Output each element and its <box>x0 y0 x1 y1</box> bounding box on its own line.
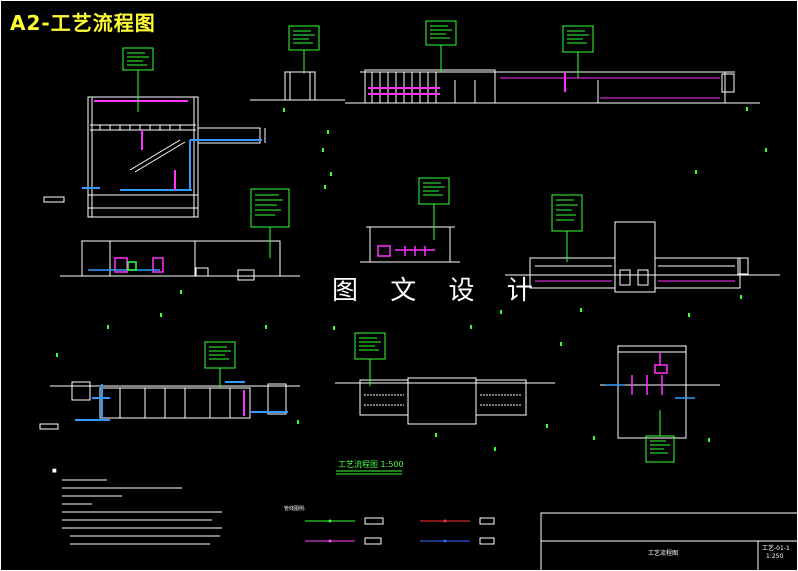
section-6-pipes <box>535 265 735 282</box>
section-5-building <box>360 226 460 263</box>
watermark-text: 图 文 设 计 <box>332 276 545 306</box>
section-7-notes <box>204 341 236 388</box>
pipe-legend <box>305 517 495 545</box>
section-4-equipment <box>88 257 164 273</box>
scattered-annotation-marks <box>56 107 767 451</box>
section-7-tank <box>39 381 300 430</box>
section-7-pipes <box>75 381 288 421</box>
title-block-drawing-name: 工艺流程图 <box>648 550 679 557</box>
section-1-pipes <box>82 100 262 191</box>
notes-block <box>62 479 222 545</box>
section-5-equipment <box>377 245 435 257</box>
section-4-building <box>60 240 300 281</box>
section-9-notes <box>645 410 675 463</box>
title-block-drawing-number: 工艺-01-1 <box>762 545 790 552</box>
section-4-notes <box>250 188 290 258</box>
section-9-pipes <box>605 352 695 399</box>
section-2-notes <box>288 25 320 74</box>
section-1-notes <box>122 47 154 112</box>
section-2-building <box>250 71 345 101</box>
section-5-notes <box>418 177 450 240</box>
section-8-notes <box>354 332 386 386</box>
notes-heading-mark: ■ <box>52 468 57 474</box>
section-8-filter <box>335 377 555 425</box>
legend-title: 管线图例: <box>284 506 306 512</box>
section-3-pipes <box>368 72 720 99</box>
title-block-scale: 1:250 <box>766 553 784 560</box>
drawing-caption: 工艺流程图 1:500 <box>338 460 404 469</box>
section-6-notes <box>551 194 583 262</box>
section-1-building <box>43 96 266 218</box>
section-3-notes <box>425 20 594 78</box>
title-block <box>540 512 798 571</box>
section-6-tank <box>505 221 780 293</box>
drawing-title: A2-工艺流程图 <box>10 11 156 35</box>
